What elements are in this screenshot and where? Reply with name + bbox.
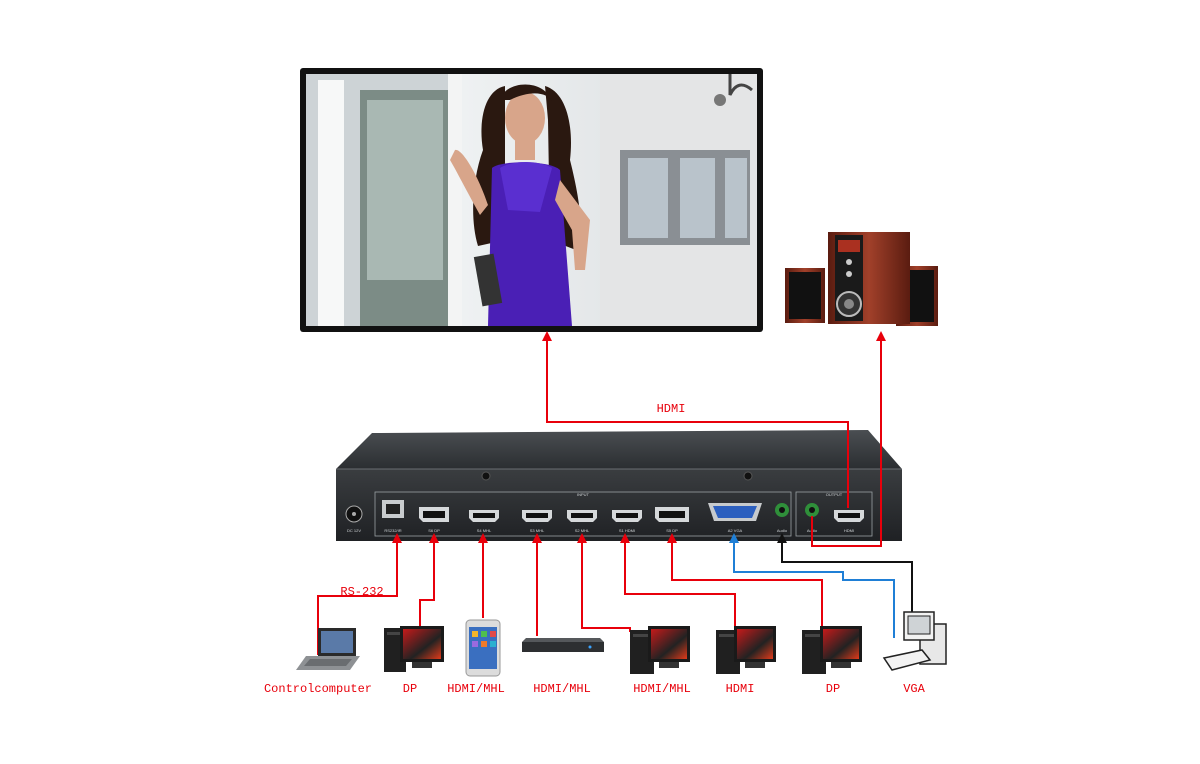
- hdmi-cable-pc: [620, 533, 736, 626]
- source-label: HDMI/MHL: [533, 682, 591, 696]
- desktop-pc-icon: [384, 626, 444, 672]
- source-label: Controlcomputer: [264, 682, 372, 696]
- svg-text:S4 MHL: S4 MHL: [477, 528, 492, 533]
- switcher-device: INPUT OUTPUT DC 12V RS232/IR S6 DP S4 MH…: [336, 430, 902, 541]
- svg-text:S1 HDMI: S1 HDMI: [619, 528, 635, 533]
- output-group-label: OUTPUT: [826, 492, 843, 497]
- source-label: DP: [826, 682, 840, 696]
- audio-output-cable: [811, 331, 886, 547]
- power-port: DC 12V: [345, 505, 363, 533]
- vga-cable: [729, 533, 895, 638]
- dp-port-2: S5 DP: [655, 507, 689, 533]
- dp-cable-2: [667, 533, 823, 626]
- media-player-icon: [522, 638, 604, 652]
- rs232-port: RS232/IR: [382, 500, 404, 533]
- desktop-pc-icon: [716, 626, 776, 674]
- source-label: VGA: [903, 682, 925, 696]
- svg-text:S2 MHL: S2 MHL: [575, 528, 590, 533]
- hdmi-port-s3: S3 MHL: [522, 510, 552, 533]
- svg-text:HDMI: HDMI: [844, 528, 854, 533]
- dp-port-1: S6 DP: [419, 507, 449, 533]
- tv-display: [300, 68, 763, 332]
- source-label: HDMI/MHL: [633, 682, 691, 696]
- vga-port: A2 VGA: [708, 503, 762, 533]
- audio-input-cable: [777, 533, 913, 620]
- hdmi-port-s4: S4 MHL: [469, 510, 499, 533]
- mhl-cable-pc: [577, 533, 631, 632]
- hdmi-output-cable: [542, 331, 849, 508]
- cables: [317, 331, 913, 655]
- woman-figure: [450, 84, 590, 326]
- svg-text:S5 DP: S5 DP: [666, 528, 678, 533]
- hdmi-output-label: HDMI: [657, 402, 686, 416]
- rs232-link-label: RS-232: [340, 585, 383, 599]
- computer-icon: [882, 611, 947, 671]
- smartphone-icon: [465, 619, 501, 677]
- source-label: HDMI: [726, 682, 755, 696]
- svg-text:RS232/IR: RS232/IR: [384, 528, 401, 533]
- input-group-label: INPUT: [577, 492, 590, 497]
- svg-text:S6 DP: S6 DP: [428, 528, 440, 533]
- svg-text:S3 MHL: S3 MHL: [530, 528, 545, 533]
- speaker-set: [785, 232, 938, 326]
- source-label: DP: [403, 682, 417, 696]
- dp-cable-1: [419, 533, 439, 630]
- svg-text:A2 VGA: A2 VGA: [728, 528, 743, 533]
- hdmi-output-port: HDMI: [834, 510, 864, 533]
- desktop-pc-icon: [630, 626, 690, 674]
- desktop-pc-icon: [802, 626, 862, 674]
- svg-text:DC 12V: DC 12V: [347, 528, 361, 533]
- laptop-icon: [296, 628, 360, 670]
- rs232-cable: [317, 533, 402, 655]
- audio-in-port: Audio: [775, 503, 789, 533]
- hdmi-port-s2: S2 MHL: [567, 510, 597, 533]
- hdmi-port-s1: S1 HDMI: [612, 510, 642, 533]
- source-label: HDMI/MHL: [447, 682, 505, 696]
- svg-text:Audio: Audio: [777, 528, 788, 533]
